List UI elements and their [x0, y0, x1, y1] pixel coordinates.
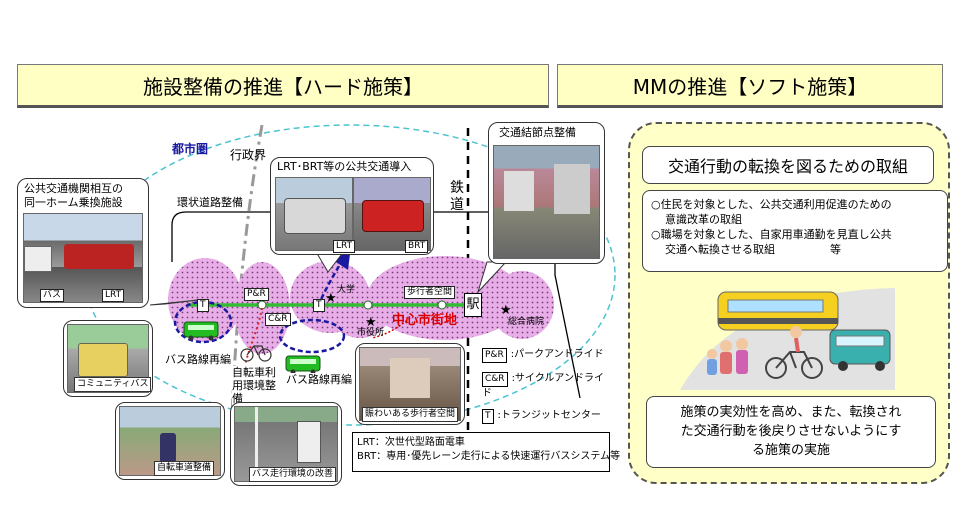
stop-1 — [257, 300, 267, 310]
transit-center-mid: T — [313, 299, 325, 312]
tram-illustration — [717, 291, 839, 331]
pedestrian-space-label: 歩行者空間 — [404, 286, 456, 299]
soft-policy-banner: MMの推進【ソフト施策】 — [557, 64, 943, 108]
bike-path-caption: 自転車道整備 — [154, 461, 215, 476]
bus-environment-box: バス走行環境の改善 — [230, 402, 342, 486]
lrt-brt-box: LRT･BRT等の公共交通導入 LRT BRT — [270, 157, 434, 255]
stop-3 — [437, 300, 447, 310]
zone-hospital — [490, 271, 554, 339]
community-bus-caption: コミュニティバス — [74, 377, 152, 392]
stop-2 — [363, 300, 373, 310]
legend-item-t: T:トランジットセンター — [482, 409, 612, 424]
soft-bottom-line-3: る施策の実施 — [751, 443, 830, 458]
transit-center-left: T — [197, 299, 209, 312]
cyclist-illustration — [765, 326, 823, 379]
soft-bottom-line-1: 施策の実効性を高め、また、転換され — [680, 405, 902, 420]
center-pointer — [371, 317, 411, 339]
bus-icon-left — [183, 321, 219, 341]
map-legend: P&R:パークアンドライド C&R:サイクルアンドライド T:トランジットセンタ… — [482, 348, 612, 424]
lrt-tag: LRT — [333, 240, 356, 253]
soft-bottom-line-2: た交通行動を後戻りさせないようにす — [680, 424, 902, 439]
soft-item-2-line-1: ○職場を対象とした、自家用車通勤を見直し公共 — [651, 228, 892, 241]
modal-shift-illustration — [680, 288, 895, 390]
brt-tag: BRT — [405, 240, 429, 253]
ring-road-label: 環状道路整備 — [177, 196, 243, 209]
bicycle-env-label: 自転車利用環境整備 — [232, 366, 284, 405]
soft-bottom-box: 施策の実効性を高め、また、転換され た交通行動を後戻りさせないようにす る施策の… — [646, 396, 936, 468]
definition-notes: LRT：次世代型路面電車 BRT：専用･優先レーン走行による快速運行バスシステム… — [352, 432, 621, 472]
soft-title: 交通行動の転換を図るための取組 — [667, 157, 908, 176]
station-label: 駅 — [464, 293, 482, 317]
lrt-photo — [275, 177, 353, 251]
admin-boundary-label: 行政界 — [230, 148, 267, 162]
bus-network-mid-label: バス路線再編 — [286, 373, 352, 387]
transfer-facility-box: 公共交通機関相互の 同一ホーム乗換施設 バス LRT — [17, 178, 149, 308]
cycle-and-ride-symbol: C&R — [265, 313, 291, 326]
city-hall-star: ★ — [365, 315, 377, 330]
transfer-tag-bus: バス — [40, 289, 65, 302]
city-center-label: 中心市街地 — [392, 313, 458, 328]
hospital-star: ★ — [500, 303, 512, 318]
soft-title-box: 交通行動の転換を図るための取組 — [642, 146, 934, 184]
bus-illustration — [829, 329, 891, 371]
bus-icon-mid — [285, 355, 321, 375]
soft-item-1-line-1: ○住民を対象とした、公共交通利用促進のための — [651, 198, 892, 211]
hard-policy-banner: 施設整備の推進【ハード施策】 — [17, 64, 549, 108]
park-and-ride-symbol: P&R — [244, 288, 269, 301]
metro-area-label: 都市圏 — [172, 142, 209, 156]
transport-node-box: 交通結節点整備 — [488, 122, 605, 264]
lrt-brt-title: LRT･BRT等の公共交通導入 — [277, 160, 412, 173]
family-illustration — [707, 338, 748, 375]
note-brt: BRT：専用･優先レーン走行による快速運行バスシステム等 — [357, 451, 621, 462]
legend-item-cr: C&R:サイクルアンドライド — [482, 372, 605, 399]
university-star: ★ — [325, 291, 337, 306]
soft-item-2-line-2: 交通へ転換させる取組 等 — [665, 243, 841, 256]
transport-node-photo — [493, 145, 600, 259]
bicycle-route — [244, 307, 263, 366]
soft-items-box: ○住民を対象とした、公共交通利用促進のための 意識改革の取組 ○職場を対象とした… — [642, 190, 948, 272]
ring-road — [171, 211, 525, 262]
bus-environment-caption: バス走行環境の改善 — [249, 467, 337, 482]
soft-policy-title: MMの推進【ソフト施策】 — [632, 74, 868, 99]
city-hall-label: 市役所 — [357, 328, 385, 338]
transfer-title-2: 同一ホーム乗換施設 — [24, 196, 123, 209]
hard-policy-title: 施設整備の推進【ハード施策】 — [143, 74, 423, 99]
railway-label: 鉄道 — [450, 180, 464, 213]
note-lrt: LRT：次世代型路面電車 — [357, 437, 465, 448]
university-label: 大学 — [337, 285, 356, 295]
transport-node-title: 交通結節点整備 — [499, 126, 576, 139]
city-map-diagram: ★ ★ ★ — [84, 124, 616, 445]
bicycle-icon — [240, 345, 272, 362]
bus-route-mid — [278, 318, 346, 354]
community-bus-box: コミュニティバス — [63, 320, 153, 397]
transfer-tag-lrt: LRT — [102, 289, 125, 302]
soft-item-1-line-2: 意識改革の取組 — [665, 213, 742, 226]
legend-item-pr: P&R:パークアンドライド — [482, 348, 612, 363]
brt-photo — [353, 177, 431, 251]
bus-network-left-label: バス路線再編 — [165, 353, 231, 367]
pointer-transfer — [149, 299, 199, 306]
lively-street-caption: 賑わいある歩行者空間 — [362, 407, 459, 422]
transfer-photo — [23, 213, 143, 303]
transfer-title-1: 公共交通機関相互の — [24, 182, 123, 195]
hospital-label: 総合病院 — [508, 317, 545, 327]
lively-street-box: 賑わいある歩行者空間 — [355, 343, 465, 425]
bike-path-box: 自転車道整備 — [115, 402, 225, 480]
